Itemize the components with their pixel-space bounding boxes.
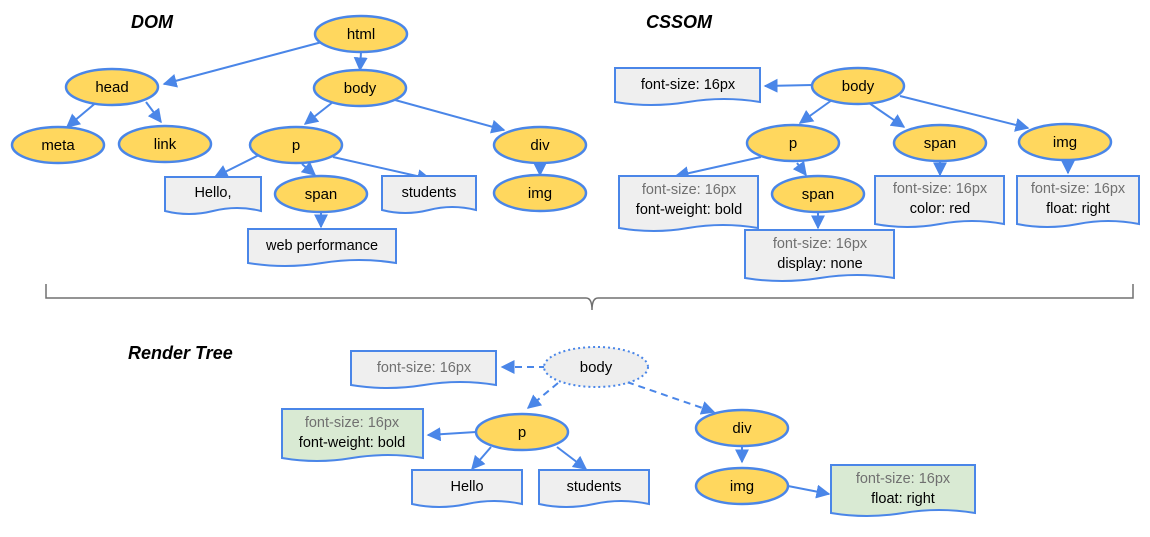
cssom-node-span-inner-label: span (802, 186, 835, 203)
cssom-style-p-line2: font-weight: bold (636, 202, 742, 218)
render-style-img-line2: float: right (871, 491, 935, 507)
render-text-hello: Hello (411, 469, 523, 508)
cssom-style-body-label: font-size: 16px (641, 77, 736, 93)
cssom-style-span-line1: font-size: 16px (893, 181, 988, 197)
render-node-img-label: img (730, 478, 754, 495)
dom-node-img-label: img (528, 185, 552, 202)
render-style-body: font-size: 16px (350, 350, 497, 389)
dom-node-meta-label: meta (41, 137, 75, 154)
cssom-node-span: span (892, 123, 988, 163)
render-node-p: p (474, 412, 570, 452)
dom-node-p: p (248, 125, 344, 165)
cssom-style-p-line1: font-size: 16px (642, 182, 737, 198)
render-style-img-line1: font-size: 16px (856, 471, 951, 487)
cssom-node-body: body (810, 66, 906, 106)
cssom-style-span: font-size: 16px color: red (874, 175, 1005, 228)
cssom-edges (674, 78, 1075, 230)
render-edges (426, 360, 831, 499)
render-node-div-label: div (732, 420, 752, 437)
render-style-p-line1: font-size: 16px (305, 415, 400, 431)
dom-node-meta: meta (10, 125, 106, 165)
dom-node-img: img (492, 173, 588, 213)
dom-text-students: students (381, 175, 477, 214)
dom-node-div: div (492, 125, 588, 165)
render-tree-title: Render Tree (128, 343, 233, 363)
cssom-node-p: p (745, 123, 841, 163)
cssom-style-span-inner-line2: display: none (777, 256, 862, 272)
cssom-style-p: font-size: 16px font-weight: bold (618, 175, 759, 232)
dom-node-div-label: div (530, 137, 550, 154)
dom-text-hello: Hello, (164, 176, 262, 215)
dom-text-hello-label: Hello, (194, 185, 231, 201)
cssom-node-p-label: p (789, 135, 797, 152)
dom-title: DOM (131, 12, 174, 32)
dom-node-body: body (312, 68, 408, 108)
render-style-body-label: font-size: 16px (377, 360, 472, 376)
cssom-node-span-label: span (924, 135, 957, 152)
dom-node-body-label: body (344, 80, 377, 97)
cssom-style-span-line2: color: red (910, 201, 970, 217)
combine-brace (45, 284, 1134, 311)
dom-text-web-performance: web performance (247, 228, 397, 267)
cssom-style-img-line2: float: right (1046, 201, 1110, 217)
dom-node-html: html (313, 14, 409, 54)
render-text-hello-label: Hello (450, 479, 483, 495)
render-node-img: img (694, 466, 790, 506)
dom-node-span: span (273, 174, 369, 214)
cssom-node-img: img (1017, 122, 1113, 162)
cssom-style-body: font-size: 16px (614, 67, 761, 106)
render-style-p: font-size: 16px font-weight: bold (281, 408, 424, 462)
cssom-node-body-label: body (842, 78, 875, 95)
render-node-div: div (694, 408, 790, 448)
cssom-node-img-label: img (1053, 134, 1077, 151)
dom-node-link: link (117, 124, 213, 164)
dom-node-head-label: head (95, 79, 128, 96)
dom-node-span-label: span (305, 186, 338, 203)
dom-text-web-performance-label: web performance (265, 238, 378, 254)
render-node-p-label: p (518, 424, 526, 441)
render-text-students-label: students (567, 479, 622, 495)
dom-node-head: head (64, 67, 160, 107)
render-style-p-line2: font-weight: bold (299, 435, 405, 451)
cssom-style-img-line1: font-size: 16px (1031, 181, 1126, 197)
render-text-students: students (538, 469, 650, 508)
render-node-body: body (543, 346, 649, 388)
render-node-body-label: body (580, 359, 613, 376)
cssom-title: CSSOM (646, 12, 713, 32)
cssom-style-span-inner-line1: font-size: 16px (773, 236, 868, 252)
cssom-node-span-inner: span (770, 174, 866, 214)
render-style-img: font-size: 16px float: right (830, 464, 976, 517)
cssom-style-img: font-size: 16px float: right (1016, 175, 1140, 228)
dom-text-students-label: students (402, 185, 457, 201)
dom-node-html-label: html (347, 26, 375, 43)
dom-node-p-label: p (292, 137, 300, 154)
dom-node-link-label: link (154, 136, 177, 153)
cssom-style-span-inner: font-size: 16px display: none (744, 229, 895, 282)
